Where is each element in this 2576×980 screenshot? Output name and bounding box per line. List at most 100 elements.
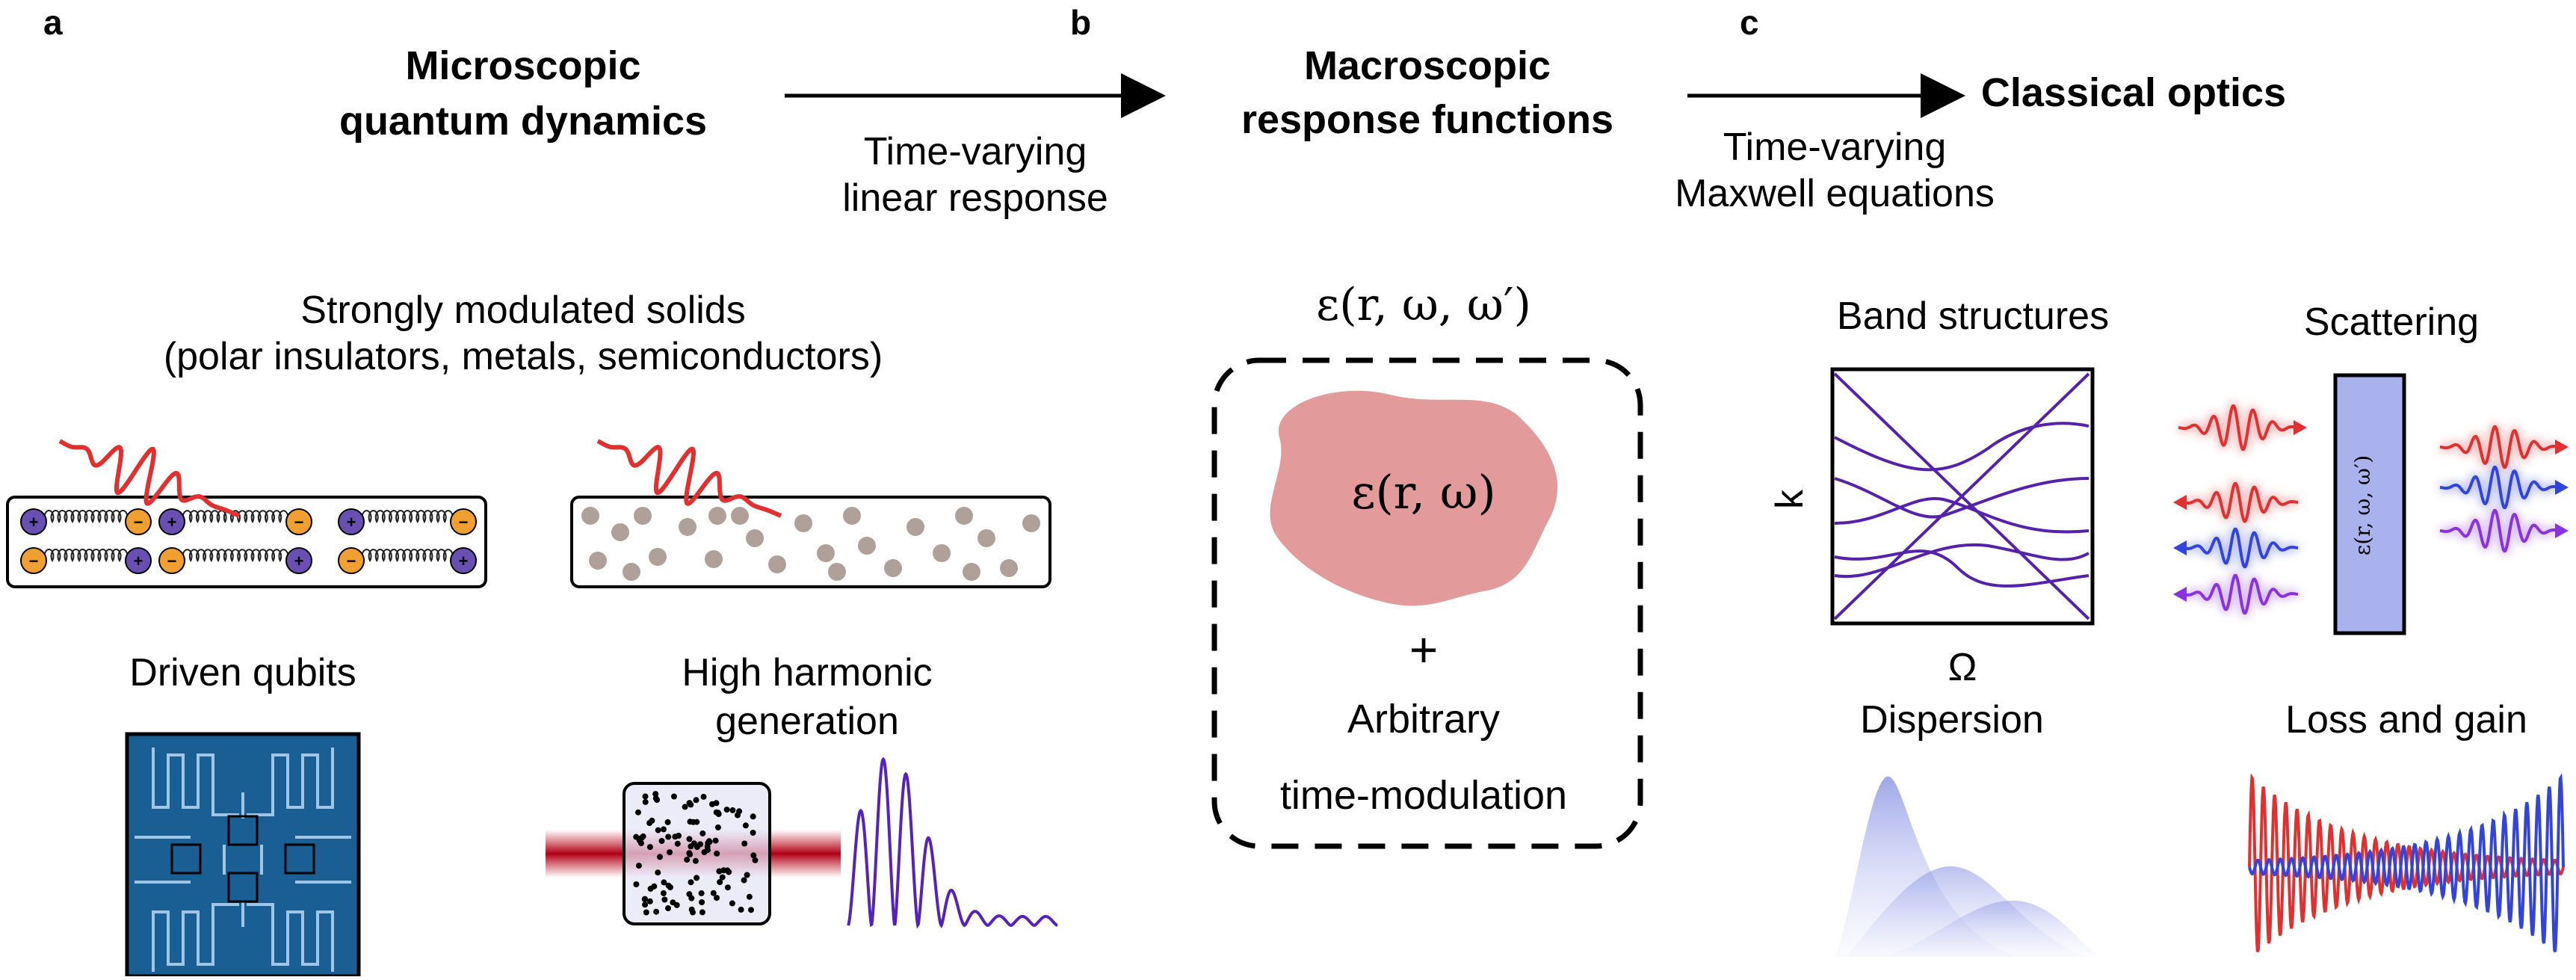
- particle: [679, 518, 696, 536]
- hhg-dot: [665, 905, 671, 911]
- reflected-wave-purple-arrowhead: [2173, 587, 2187, 602]
- particle: [794, 514, 812, 532]
- title-microscopic-line1: Microscopic: [405, 43, 640, 88]
- ion-sign: +: [29, 513, 39, 531]
- hhg-dot: [735, 812, 741, 819]
- ion-sign: +: [167, 513, 177, 531]
- ion: [158, 508, 185, 535]
- eps-static-label: ε(r, ω): [1351, 465, 1495, 520]
- particle: [623, 563, 640, 581]
- ion: [20, 508, 47, 535]
- hhg-dot: [642, 798, 649, 805]
- particle: [768, 555, 786, 573]
- hhg-dot: [694, 875, 700, 881]
- scattering-waves: [2173, 402, 2569, 617]
- transmitted-wave-red-arrowhead: [2555, 440, 2569, 454]
- hhg-dot: [635, 809, 641, 816]
- hhg-dot: [642, 793, 649, 800]
- hhg-dot: [705, 838, 712, 845]
- qubit-chip-icon: [125, 732, 361, 979]
- ion: [450, 547, 477, 574]
- hhg-dot: [665, 833, 672, 840]
- particle: [843, 507, 861, 525]
- laser-pulse-icon-2: [596, 439, 782, 518]
- particle: [933, 544, 951, 562]
- hhg-dot: [661, 826, 667, 833]
- ion-sign: +: [294, 552, 304, 570]
- ion-sign: −: [29, 552, 39, 570]
- hhg-dot: [652, 795, 659, 801]
- spring-coil: [182, 549, 289, 563]
- hhg-dot: [664, 819, 671, 825]
- hhg-dot: [710, 890, 717, 896]
- hhg-dot: [750, 852, 757, 859]
- hhg-dot: [729, 807, 736, 813]
- incident-wave-arrowhead: [2294, 420, 2307, 435]
- hhg-dot: [694, 844, 700, 850]
- solids-caption-line1: Strongly modulated solids: [300, 289, 745, 332]
- hhg-dot: [647, 885, 654, 892]
- spring-coil: [361, 549, 454, 563]
- hhg-dot: [712, 837, 719, 844]
- ion: [158, 547, 185, 574]
- hhg-dot: [746, 893, 753, 900]
- hhg-dot: [633, 881, 640, 887]
- hhg-dot: [690, 819, 696, 825]
- band-diagram-icon: k Ω: [1768, 367, 2095, 689]
- ion-sign: −: [294, 513, 304, 531]
- arrow-2-label-line1: Time-varying: [1723, 126, 1947, 169]
- scattering-caption: Scattering: [2304, 301, 2479, 344]
- hhg-dot: [665, 882, 672, 889]
- hhg-dot: [693, 797, 699, 804]
- ion-sign: −: [347, 552, 356, 570]
- ion: [125, 508, 152, 535]
- hhg-dot: [690, 909, 696, 916]
- hhg-dot: [682, 804, 688, 810]
- reflected-wave-blue: [2181, 527, 2299, 569]
- title-macroscopic-line2: response functions: [1241, 97, 1613, 142]
- arrow-1-label-line2: linear response: [842, 176, 1108, 220]
- title-microscopic-line2: quantum dynamics: [339, 99, 707, 144]
- ion-sign: +: [347, 513, 356, 531]
- hhg-dot: [709, 801, 715, 807]
- hhg-crystal-icon: [546, 782, 841, 925]
- hhg-dot: [658, 838, 665, 844]
- band-structures-caption: Band structures: [1837, 295, 2109, 338]
- reflected-wave-purple: [2181, 573, 2299, 615]
- harmonic-spectrum-icon: [847, 756, 1058, 929]
- particle: [1022, 514, 1040, 532]
- hhg-dot: [699, 830, 706, 836]
- hhg-dot: [686, 850, 693, 857]
- hhg-dot: [667, 849, 673, 856]
- arrow-2-label-line2: Maxwell equations: [1675, 172, 1995, 215]
- spring-coil: [182, 510, 289, 524]
- loss-gain-wave-icon: [2248, 773, 2565, 953]
- hhg-dot: [714, 895, 720, 902]
- ion: [450, 508, 477, 535]
- particle: [906, 518, 924, 536]
- ion-sign: −: [459, 513, 469, 531]
- hhg-dot: [688, 879, 694, 886]
- hhg-dot: [699, 899, 705, 905]
- hhg-dot: [700, 793, 707, 800]
- arbitrary-label: Arbitrary: [1347, 697, 1500, 742]
- hhg-dot: [715, 811, 722, 817]
- ion: [125, 547, 152, 574]
- ion-sign: +: [459, 552, 469, 570]
- transmitted-wave-blue-arrowhead: [2555, 480, 2569, 495]
- hhg-dot: [750, 813, 756, 820]
- transmitted-wave-purple: [2439, 508, 2560, 553]
- plus-sign: +: [1409, 622, 1439, 677]
- hhg-caption-line1: High harmonic: [682, 651, 932, 694]
- panel-letter-a: a: [43, 3, 63, 42]
- particle: [1000, 559, 1018, 577]
- hhg-dot: [744, 872, 750, 878]
- ion-sign: +: [134, 552, 143, 570]
- eps-full-label: ε(r, ω, ω′): [1316, 279, 1531, 331]
- hhg-dot: [660, 890, 667, 896]
- qubits-caption: Driven qubits: [129, 651, 356, 694]
- spring-coil: [43, 510, 129, 523]
- hhg-caption-line2: generation: [715, 700, 899, 743]
